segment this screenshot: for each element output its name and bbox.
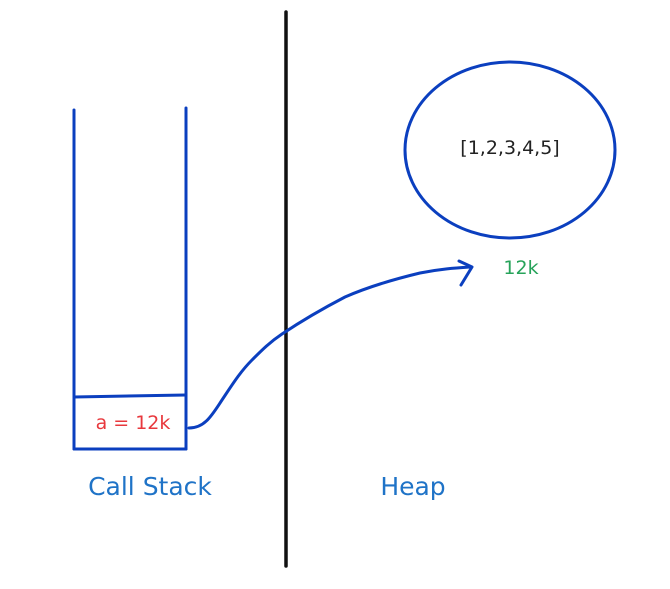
call-stack-container bbox=[72, 106, 188, 451]
heap-object-value: [1,2,3,4,5] bbox=[460, 137, 559, 159]
heap-object bbox=[403, 60, 617, 240]
heap-label: Heap bbox=[380, 472, 445, 501]
heap-address-label: 12k bbox=[503, 257, 538, 279]
call-stack-label: Call Stack bbox=[88, 472, 212, 501]
stack-frame-top-line bbox=[72, 393, 188, 399]
reference-arrow-line bbox=[187, 265, 472, 430]
stack-frame-variable: a = 12k bbox=[96, 412, 171, 434]
reference-arrow-head bbox=[457, 259, 474, 287]
